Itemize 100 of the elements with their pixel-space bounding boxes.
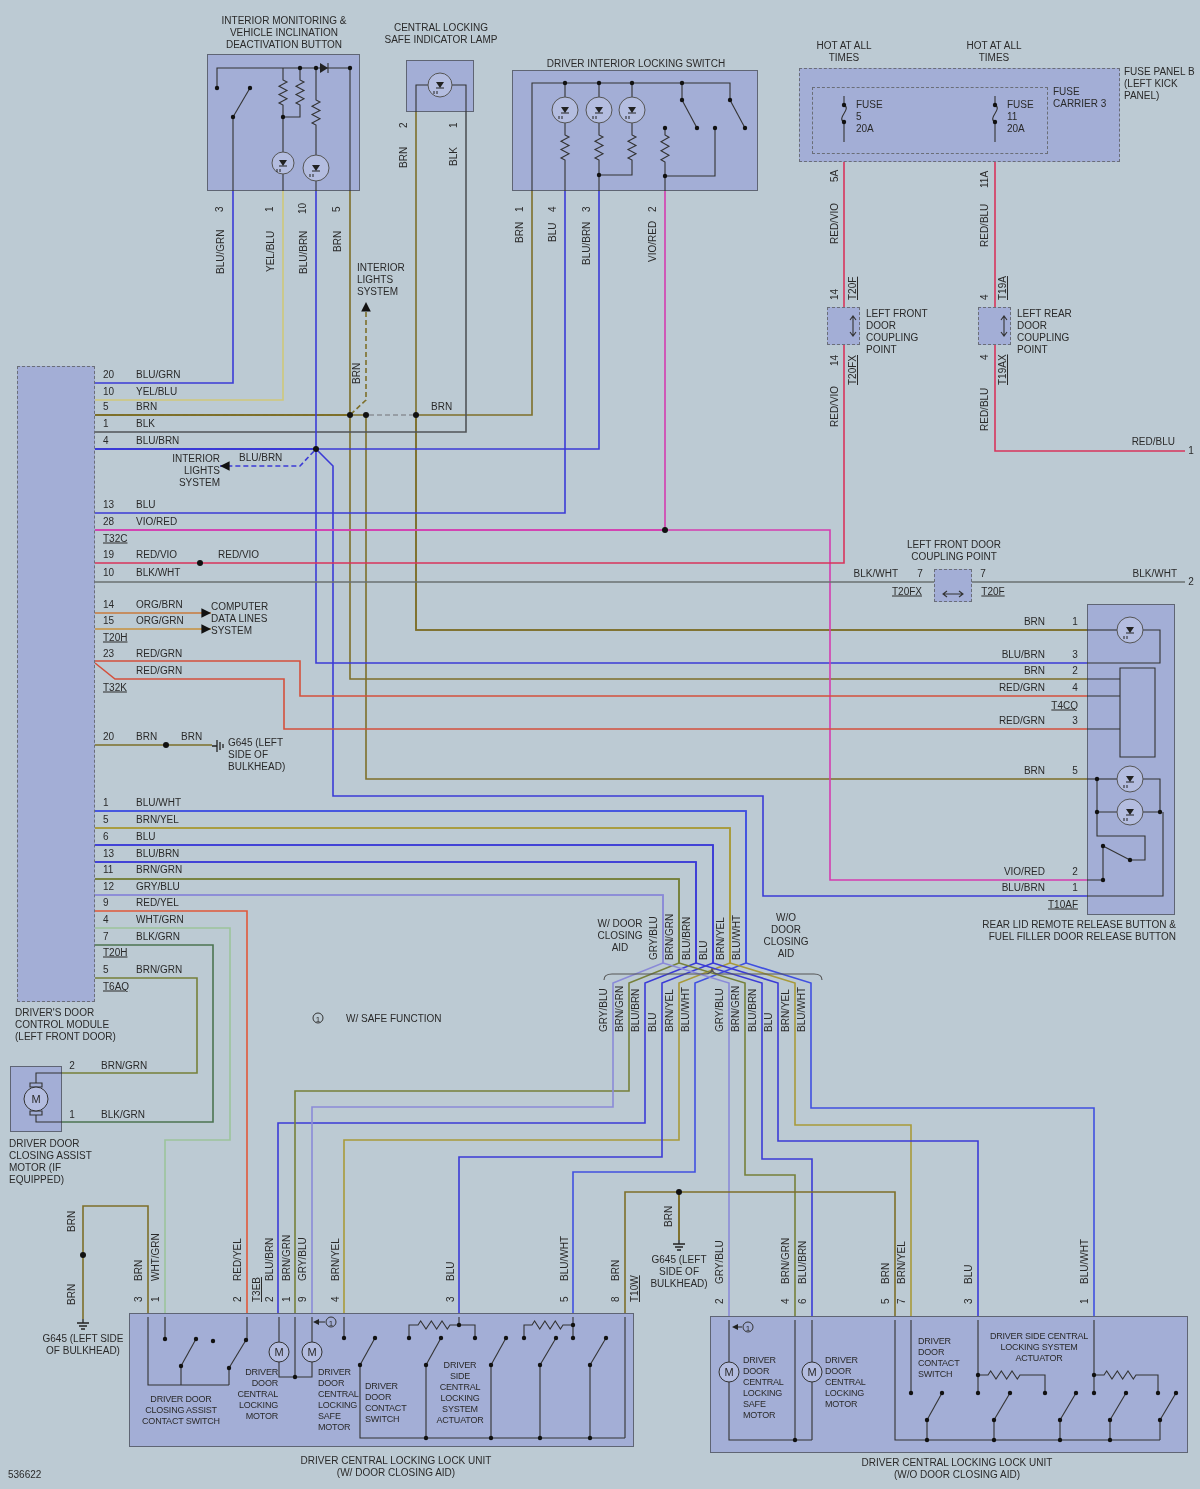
wire bbox=[843, 161, 845, 308]
wire-color-label: BRN/YEL bbox=[780, 989, 791, 1032]
wire-color-label: RED/GRN bbox=[136, 647, 183, 659]
system-reference-label: INTERIOR LIGHTS SYSTEM bbox=[171, 453, 220, 489]
wire-color-label: BLU/BRN bbox=[136, 434, 180, 446]
pin-number: 5 bbox=[559, 1296, 570, 1302]
pin-number: 11A bbox=[979, 170, 990, 188]
wire-color-label: BRN/GRN bbox=[614, 985, 625, 1032]
component-label: REAR LID REMOTE RELEASE BUTTON & FUEL FILLER DOOR RELEASE BUTTON bbox=[981, 919, 1176, 943]
pin-number: 13 bbox=[103, 498, 115, 510]
component-label: DRIVER CENTRAL LOCKING LOCK UNIT (W/O DOOR CLOSING AID) bbox=[860, 1457, 1054, 1481]
wire-color-label: BRN/YEL bbox=[896, 1241, 907, 1284]
wire-color-label: GRY/BLU bbox=[598, 988, 609, 1032]
component-label: LEFT FRONT DOOR COUPLING POINT bbox=[866, 308, 929, 356]
pin-number: 10 bbox=[103, 566, 115, 578]
wire-color-label: RED/GRN bbox=[998, 681, 1045, 693]
figure-number: 536622 bbox=[8, 1468, 42, 1480]
wire bbox=[94, 581, 935, 583]
subcomponent-label: DRIVER DOOR CENTRAL LOCKING MOTOR bbox=[825, 1355, 867, 1410]
pin-number: 5 bbox=[880, 1298, 891, 1304]
wire bbox=[82, 1205, 149, 1320]
ground-label: G645 (LEFT SIDE OF BULKHEAD) bbox=[41, 1333, 125, 1357]
connector-id: T10AF bbox=[1048, 898, 1078, 910]
pin-number: 3 bbox=[1072, 648, 1078, 660]
pin-number: 1 bbox=[448, 122, 459, 128]
connector-id: T20FX bbox=[847, 355, 858, 385]
wire-color-label: BLK bbox=[136, 417, 155, 429]
pin-number: 2 bbox=[647, 206, 658, 212]
wire-color-label: BLK bbox=[448, 147, 459, 166]
connector-id: T20F bbox=[981, 585, 1005, 597]
wire-color-label: BLU/WHT bbox=[136, 796, 181, 808]
pin-number: 5 bbox=[331, 206, 342, 212]
wire-color-label: BRN/GRN bbox=[730, 985, 741, 1032]
wire-color-label: BLU/WHT bbox=[680, 987, 691, 1032]
wire bbox=[94, 744, 213, 746]
pin-number: 28 bbox=[103, 515, 115, 527]
pin-number: 20 bbox=[103, 368, 115, 380]
system-reference-label: INTERIOR LIGHTS SYSTEM bbox=[357, 262, 406, 298]
wire bbox=[94, 190, 234, 384]
pin-number: 20 bbox=[103, 730, 115, 742]
pin-number: 2 bbox=[714, 1298, 725, 1304]
note-text: W/ DOOR CLOSING AID bbox=[596, 918, 644, 954]
fuse-label: FUSE 11 20A bbox=[1007, 99, 1035, 135]
connector-id: T6AQ bbox=[103, 980, 130, 992]
wire bbox=[94, 662, 1088, 730]
motor-symbol-letter: M bbox=[31, 1093, 41, 1105]
wire-color-label: GRY/BLU bbox=[714, 988, 725, 1032]
pin-number: 12 bbox=[103, 880, 115, 892]
note-text: W/O DOOR CLOSING AID bbox=[762, 912, 810, 960]
pin-number: 4 bbox=[1072, 681, 1078, 693]
wire-color-label: BRN bbox=[610, 1259, 621, 1281]
pin-number: 3 bbox=[133, 1296, 144, 1302]
connector-id: T20F bbox=[847, 276, 858, 300]
wire-color-label: GRY/BLU bbox=[136, 880, 180, 892]
wire bbox=[94, 190, 566, 514]
subcomponent-label: DRIVER DOOR CENTRAL LOCKING MOTOR bbox=[236, 1367, 278, 1422]
pin-number: 23 bbox=[103, 647, 115, 659]
pin-number: 1 bbox=[1072, 881, 1078, 893]
wire bbox=[94, 810, 1095, 1317]
wire-color-label: BLU/BRN bbox=[298, 230, 309, 274]
wire bbox=[994, 161, 996, 308]
component-label: INTERIOR MONITORING & VEHICLE INCLINATION DEACTIVATION BUTTON bbox=[220, 15, 348, 51]
pin-number: 2 bbox=[1072, 865, 1078, 877]
pin-number: 3 bbox=[1072, 714, 1078, 726]
wire bbox=[61, 944, 214, 1123]
wire-color-label: BRN/GRN bbox=[101, 1059, 148, 1071]
pin-number: 1 bbox=[103, 417, 109, 429]
subcomponent-label: DRIVER SIDE CENTRAL LOCKING SYSTEM ACTUATOR bbox=[988, 1331, 1090, 1364]
pin-number: 15 bbox=[103, 614, 115, 626]
note-text: HOT AT ALL TIMES bbox=[815, 40, 873, 64]
pin-number: 1 bbox=[150, 1296, 161, 1302]
wire-color-label: YEL/BLU bbox=[265, 230, 276, 272]
connector-id: T20H bbox=[103, 631, 128, 643]
wire-color-label: RED/YEL bbox=[232, 1238, 243, 1281]
wire-color-label: BRN bbox=[1023, 764, 1045, 776]
wire-arrow bbox=[94, 608, 212, 618]
wire-color-label: BLU bbox=[698, 940, 709, 960]
wire-color-label: BRN/GRN bbox=[281, 1234, 292, 1281]
subcomponent-label: DRIVER SIDE CENTRAL LOCKING SYSTEM ACTUATOR bbox=[435, 1360, 485, 1426]
wire-color-label: BRN/YEL bbox=[664, 989, 675, 1032]
fuse-label: FUSE 5 20A bbox=[856, 99, 884, 135]
pin-number: 4 bbox=[979, 354, 990, 360]
wire-color-label: RED/GRN bbox=[998, 714, 1045, 726]
wire-color-label: BRN bbox=[136, 730, 158, 742]
wire-color-label: RED/VIO bbox=[829, 202, 840, 244]
connector-id: T10W bbox=[629, 1275, 640, 1302]
connector-id: T20H bbox=[103, 946, 128, 958]
wire-color-label: BLU/BRN bbox=[747, 988, 758, 1032]
wire-color-label: BRN bbox=[66, 1283, 77, 1305]
pin-number: 1 bbox=[1072, 615, 1078, 627]
wire-color-label: BLK/WHT bbox=[1132, 567, 1177, 579]
wire-color-label: YEL/BLU bbox=[136, 385, 178, 397]
pin-number: 7 bbox=[980, 567, 986, 579]
wire bbox=[94, 111, 467, 433]
wire-color-label: BRN bbox=[332, 230, 343, 252]
pin-number: 14 bbox=[103, 598, 115, 610]
wire-color-label: BRN bbox=[136, 400, 158, 412]
pin-number: 1 bbox=[281, 1296, 292, 1302]
wire-color-label: BRN bbox=[880, 1262, 891, 1284]
pin-number: 2 bbox=[264, 1296, 275, 1302]
